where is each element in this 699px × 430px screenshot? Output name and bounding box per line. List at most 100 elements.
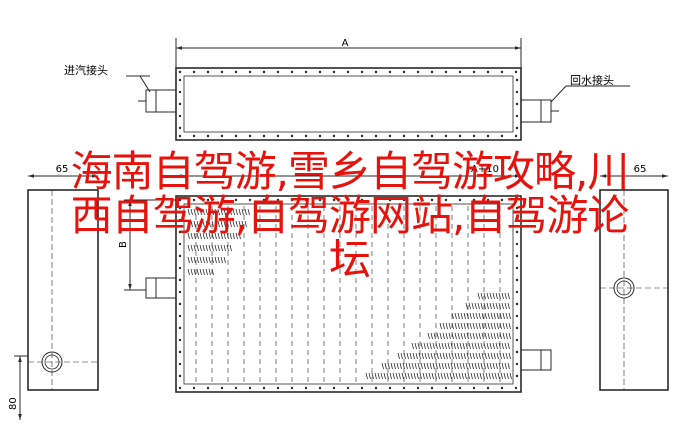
fin-mark [449, 372, 452, 380]
bolt-dot [360, 134, 364, 138]
fin-mark [445, 332, 448, 340]
bolt-dot [206, 198, 210, 202]
fin-mark [427, 332, 430, 340]
fin-mark [506, 372, 509, 380]
fin-mark [395, 372, 398, 380]
fin-mark [483, 302, 486, 310]
bolt-dot [500, 386, 504, 390]
fin-mark [413, 372, 416, 380]
fin-mark [453, 342, 456, 350]
fin-mark [223, 208, 226, 216]
fin-mark [417, 362, 420, 370]
bolt-dot [178, 254, 182, 258]
fin-mark [487, 322, 490, 330]
fin-mark [480, 292, 483, 300]
fin-mark [484, 332, 487, 340]
fin-mark [484, 312, 487, 320]
fin-mark [380, 372, 383, 380]
bolt-dot [430, 386, 434, 390]
fin-mark [470, 372, 473, 380]
fin-mark [454, 312, 457, 320]
bolt-dot [346, 70, 350, 74]
bolt-dot [220, 70, 224, 74]
fin-mark [469, 332, 472, 340]
bolt-dot [276, 198, 280, 202]
front-outlet-connector [520, 349, 552, 371]
bolt-dot [178, 126, 182, 130]
fin-mark [489, 342, 492, 350]
fin-mark [474, 342, 477, 350]
fin-mark [490, 352, 493, 360]
bolt-dot [444, 386, 448, 390]
bolt-dot [515, 266, 519, 270]
fin-mark [427, 352, 430, 360]
fin-mark [368, 372, 371, 380]
fin-mark [502, 312, 505, 320]
fin-mark [202, 268, 205, 276]
bolt-dot [276, 386, 280, 390]
fin-mark [475, 322, 478, 330]
fin-mark [377, 372, 380, 380]
fin-mark [496, 322, 499, 330]
fin-mark [223, 256, 226, 264]
fin-mark [220, 244, 223, 252]
bolt-dot [178, 350, 182, 354]
fin-mark [468, 302, 471, 310]
bolt-dot [178, 114, 182, 118]
fin-mark [205, 256, 208, 264]
fin-mark [190, 268, 193, 276]
fin-mark [489, 292, 492, 300]
bolt-dot [178, 134, 182, 138]
fin-mark [220, 220, 223, 228]
fin-mark [442, 332, 445, 340]
fin-mark [409, 352, 412, 360]
fin-mark [232, 232, 235, 240]
fin-mark [196, 220, 199, 228]
fin-mark [418, 352, 421, 360]
fin-mark [494, 372, 497, 380]
bolt-dot [192, 134, 196, 138]
bolt-dot [234, 386, 238, 390]
fin-mark [199, 256, 202, 264]
bolt-dot [500, 70, 504, 74]
bolt-dot [318, 386, 322, 390]
fin-mark [475, 332, 478, 340]
fin-mark [193, 220, 196, 228]
fin-mark [220, 256, 223, 264]
fin-mark [469, 322, 472, 330]
fin-mark [196, 268, 199, 276]
fin-mark [448, 352, 451, 360]
fin-mark [463, 332, 466, 340]
bolt-dot [515, 114, 519, 118]
fin-mark [440, 372, 443, 380]
fin-mark [459, 362, 462, 370]
front-inlet-connector [145, 277, 177, 299]
fin-mark [190, 244, 193, 252]
fin-mark [199, 268, 202, 276]
bolt-dot [192, 386, 196, 390]
fin-mark [471, 362, 474, 370]
fin-mark [465, 362, 468, 370]
fin-mark [202, 208, 205, 216]
fin-mark [438, 342, 441, 350]
fin-mark [503, 372, 506, 380]
fin-mark [432, 362, 435, 370]
fin-mark [416, 372, 419, 380]
fin-mark [193, 256, 196, 264]
fin-mark [205, 232, 208, 240]
fin-mark [214, 256, 217, 264]
fin-mark [456, 342, 459, 350]
bolt-dot [304, 70, 308, 74]
fin-mark [417, 342, 420, 350]
dim-left-label: 65 [56, 164, 69, 175]
fin-mark [501, 342, 504, 350]
fin-mark [217, 244, 220, 252]
fin-mark [447, 342, 450, 350]
bolt-dot [402, 386, 406, 390]
fin-mark [214, 208, 217, 216]
fin-mark [493, 312, 496, 320]
bolt-dot [514, 70, 518, 74]
fin-mark [462, 342, 465, 350]
fin-mark [408, 362, 411, 370]
bolt-dot [206, 386, 210, 390]
